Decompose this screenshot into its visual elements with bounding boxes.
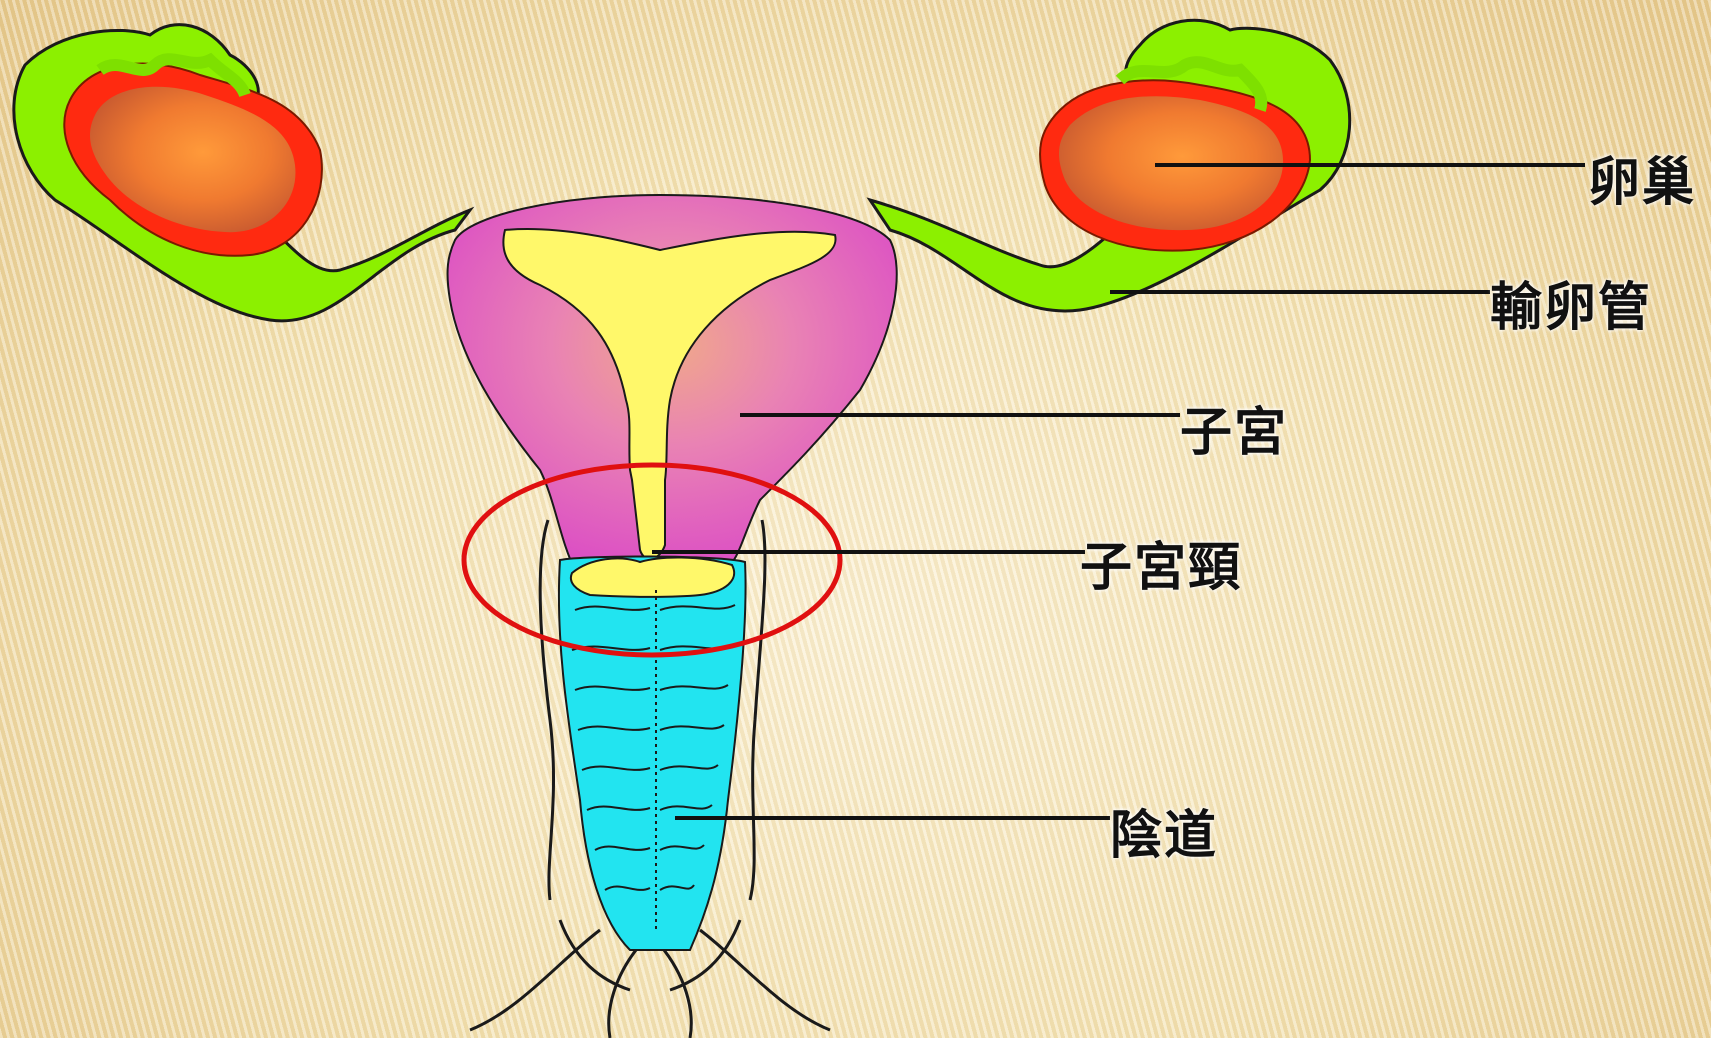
cervix: [571, 557, 734, 596]
ovary-label: 卵巢: [1588, 140, 1696, 215]
cervix-label: 子宮頸: [1080, 525, 1242, 600]
vagina-label: 陰道: [1110, 793, 1218, 868]
uterus-label: 子宮: [1180, 390, 1288, 465]
fallopian-tube-label: 輸卵管: [1490, 265, 1652, 340]
vagina: [559, 556, 746, 950]
